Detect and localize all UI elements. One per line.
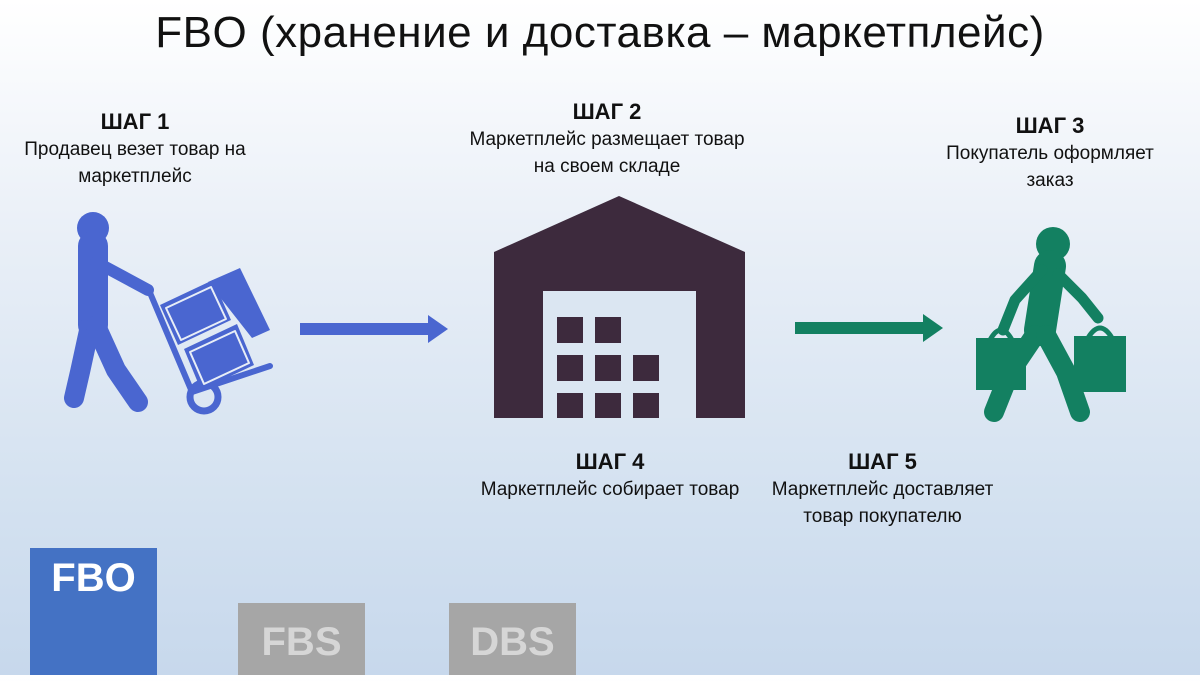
- warehouse-icon: [494, 196, 745, 418]
- tab-dbs[interactable]: DBS: [449, 603, 576, 675]
- step-3-heading: ШАГ 3: [1015, 113, 1085, 138]
- step-5-description: Маркетплейс доставляет товар покупателю: [771, 479, 994, 527]
- page-title: FBO (хранение и доставка – маркетплейс): [155, 8, 1045, 57]
- step-5-heading: ШАГ 5: [848, 449, 917, 474]
- step-4: ШАГ 4 Маркетплейс собирает товар: [480, 448, 740, 503]
- arrow-1: [300, 315, 448, 343]
- step-2-heading: ШАГ 2: [572, 99, 642, 124]
- tab-fbo[interactable]: FBO: [30, 548, 157, 675]
- step-4-heading: ШАГ 4: [575, 449, 645, 474]
- arrow-2: [795, 314, 943, 342]
- step-1-description: Продавец везет товар на маркетплейс: [24, 139, 246, 187]
- person-with-shopping-bags-icon: [976, 227, 1126, 422]
- step-4-description: Маркетплейс собирает товар: [480, 479, 740, 500]
- step-3-description: Покупатель оформляет заказ: [946, 143, 1154, 191]
- step-3: ШАГ 3 Покупатель оформляет заказ: [920, 112, 1180, 194]
- step-1-heading: ШАГ 1: [100, 109, 170, 134]
- person-with-hand-truck-icon: [64, 212, 273, 415]
- tab-fbs[interactable]: FBS: [238, 603, 365, 675]
- step-5: ШАГ 5 Маркетплейс доставляет товар покуп…: [750, 448, 1015, 530]
- step-1: ШАГ 1 Продавец везет товар на маркетплей…: [10, 108, 260, 190]
- step-2-description: Маркетплейс размещает товар на своем скл…: [469, 129, 745, 177]
- step-2: ШАГ 2 Маркетплейс размещает товар на сво…: [462, 98, 752, 180]
